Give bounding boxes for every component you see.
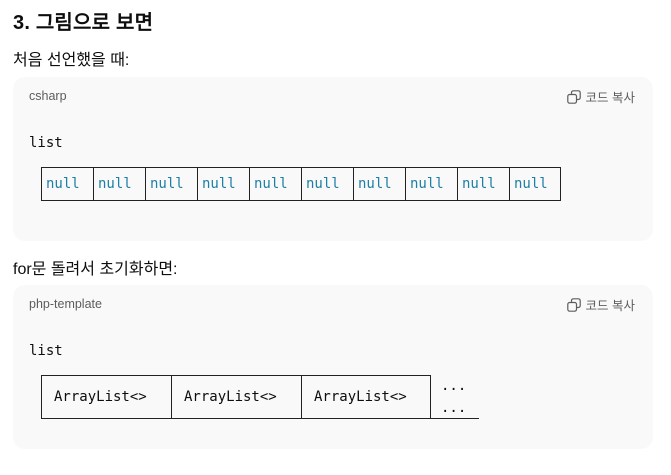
copy-icon [566,297,581,312]
null-cell: null [93,167,145,201]
copy-code-button[interactable]: 코드 복사 [566,87,635,106]
code-block-php-template: php-template 코드 복사 list ArrayList<>Array… [13,285,653,449]
null-cell: null [353,167,405,201]
code-language-label: php-template [29,297,102,311]
arraylist-cell: ArrayList<> [171,375,301,419]
null-cell: null [145,167,197,201]
null-cell: null [41,167,93,201]
ellipsis-top: ... [441,378,467,394]
null-cell: null [405,167,457,201]
null-cell: null [457,167,509,201]
paragraph-first-declaration: 처음 선언했을 때: [13,52,130,69]
code-variable-name: list [29,343,63,359]
arraylist-cell: ArrayList<> [41,375,171,419]
code-language-label: csharp [29,89,67,103]
null-cell: null [509,167,561,201]
section-heading: 3. 그림으로 보면 [13,12,154,34]
ellipsis-mid: ... [441,400,467,416]
code-variable-name: list [29,135,63,151]
null-cell: null [301,167,353,201]
arraylist-array-diagram: ArrayList<>ArrayList<>ArrayList<>...... [41,375,479,419]
diagram-bottom-line-extension [431,418,479,419]
copy-icon [566,89,581,104]
ellipsis-column: ...... [431,375,466,419]
arraylist-cell: ArrayList<> [301,375,431,419]
null-cell: null [249,167,301,201]
copy-code-button[interactable]: 코드 복사 [566,295,635,314]
copy-code-label: 코드 복사 [585,91,635,105]
paragraph-after-loop: for문 돌려서 초기화하면: [13,261,178,278]
null-cell: null [197,167,249,201]
copy-code-label: 코드 복사 [585,299,635,313]
